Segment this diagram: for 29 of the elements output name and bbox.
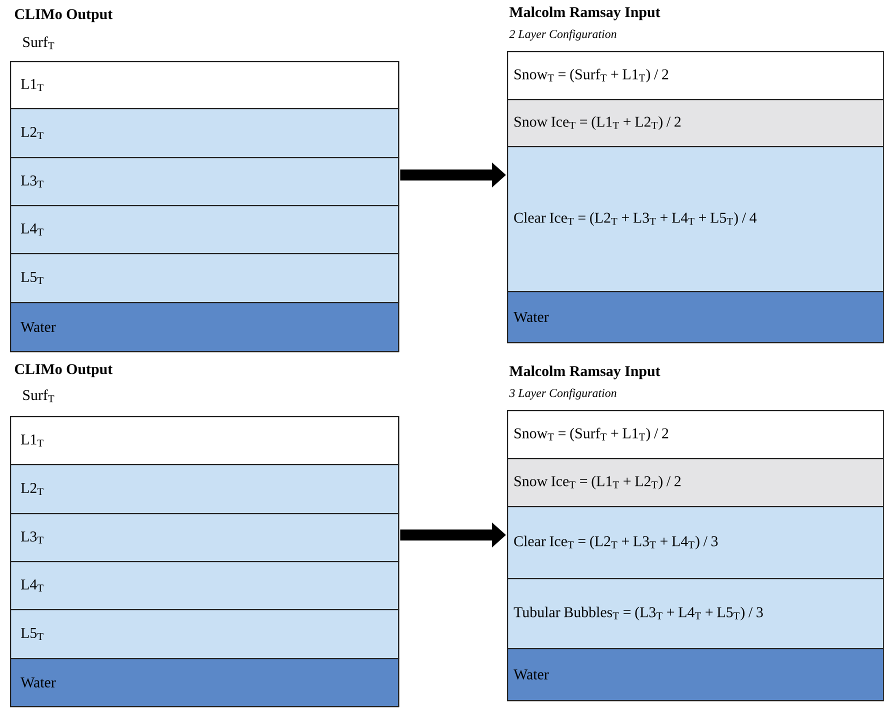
- surface-label: Surf$_{T}$: [23, 36, 54, 50]
- ice-layer: Snow$_{T}$ = (Surf$_{T}$ + L1$_{T}$) / 2: [507, 410, 884, 460]
- ice-layer: L5$_{T}$: [10, 608, 400, 660]
- ice-layer: Clear Ice$_{T}$ = (L2$_{T}$ + L3$_{T}$ + L4$_{T}$ + L5$_{T}$) / 4: [507, 146, 884, 292]
- ice-layer: Clear Ice$_{T}$ = (L2$_{T}$ + L3$_{T}$ + L4$_{T}$) / 3: [507, 506, 884, 580]
- ice-layer: L4$_{T}$: [10, 560, 400, 610]
- ice-layer: Snow Ice$_{T}$ = (L1$_{T}$ + L2$_{T}$) / 2: [507, 99, 884, 148]
- stack-heading: Malcolm Ramsay Input: [509, 6, 660, 20]
- ice-layer: L2$_{T}$: [10, 464, 400, 514]
- ice-layer: Snow$_{T}$ = (Surf$_{T}$ + L1$_{T}$) / 2: [507, 50, 884, 100]
- stack-heading: CLIMo Output: [14, 9, 113, 22]
- water-layer: Water: [10, 302, 400, 352]
- ice-layer: L3$_{T}$: [10, 157, 400, 206]
- ice-layer: L3$_{T}$: [10, 512, 400, 562]
- water-layer: Water: [507, 648, 884, 702]
- water-layer: Water: [10, 658, 400, 708]
- ice-layer: L5$_{T}$: [10, 252, 400, 304]
- ice-layer: L1$_{T}$: [10, 60, 400, 110]
- stack-heading: Malcolm Ramsay Input: [509, 366, 660, 380]
- ice-layer: L4$_{T}$: [10, 204, 400, 254]
- ice-layer: L1$_{T}$: [10, 416, 400, 466]
- ice-layer: Snow Ice$_{T}$ = (L1$_{T}$ + L2$_{T}$) / 2: [507, 458, 884, 508]
- stack-subheading: 3 Layer Configuration: [509, 388, 616, 400]
- stack-heading: CLIMo Output: [14, 364, 113, 378]
- surface-label: Surf$_{T}$: [23, 389, 54, 402]
- water-layer: Water: [507, 290, 884, 344]
- ice-layer: L2$_{T}$: [10, 108, 400, 158]
- ice-layer: Tubular Bubbles$_{T}$ = (L3$_{T}$ + L4$_{T}$ + L5$_{T}$) / 3: [507, 578, 884, 650]
- stack-subheading: 2 Layer Configuration: [509, 30, 616, 41]
